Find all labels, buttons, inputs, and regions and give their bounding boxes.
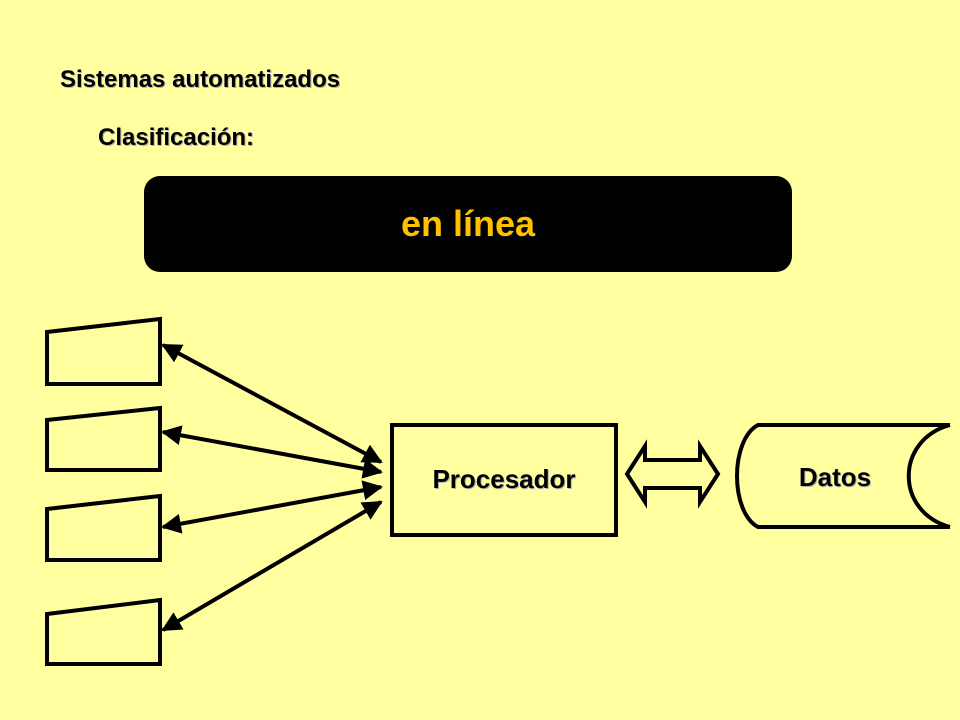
double-arrow	[624, 439, 721, 509]
data-storage-end	[906, 423, 951, 529]
connection-arrow-4	[161, 500, 383, 632]
processor-box	[390, 423, 618, 537]
processor-label: Procesador	[432, 464, 576, 494]
terminal-4	[45, 597, 162, 666]
terminal-3	[45, 493, 162, 562]
slide-title: Sistemas automatizados	[60, 66, 341, 93]
slide-subtitle: Clasificación:	[98, 124, 255, 151]
connection-arrow-1	[161, 343, 383, 464]
connection-arrow-2	[161, 425, 383, 479]
banner-text: en línea	[400, 203, 536, 244]
data-label: Datos	[798, 462, 872, 492]
data-storage-cylinder	[735, 423, 950, 529]
terminal-2	[45, 405, 162, 472]
mode-banner: en línea	[144, 176, 792, 272]
terminal-1	[45, 316, 162, 386]
